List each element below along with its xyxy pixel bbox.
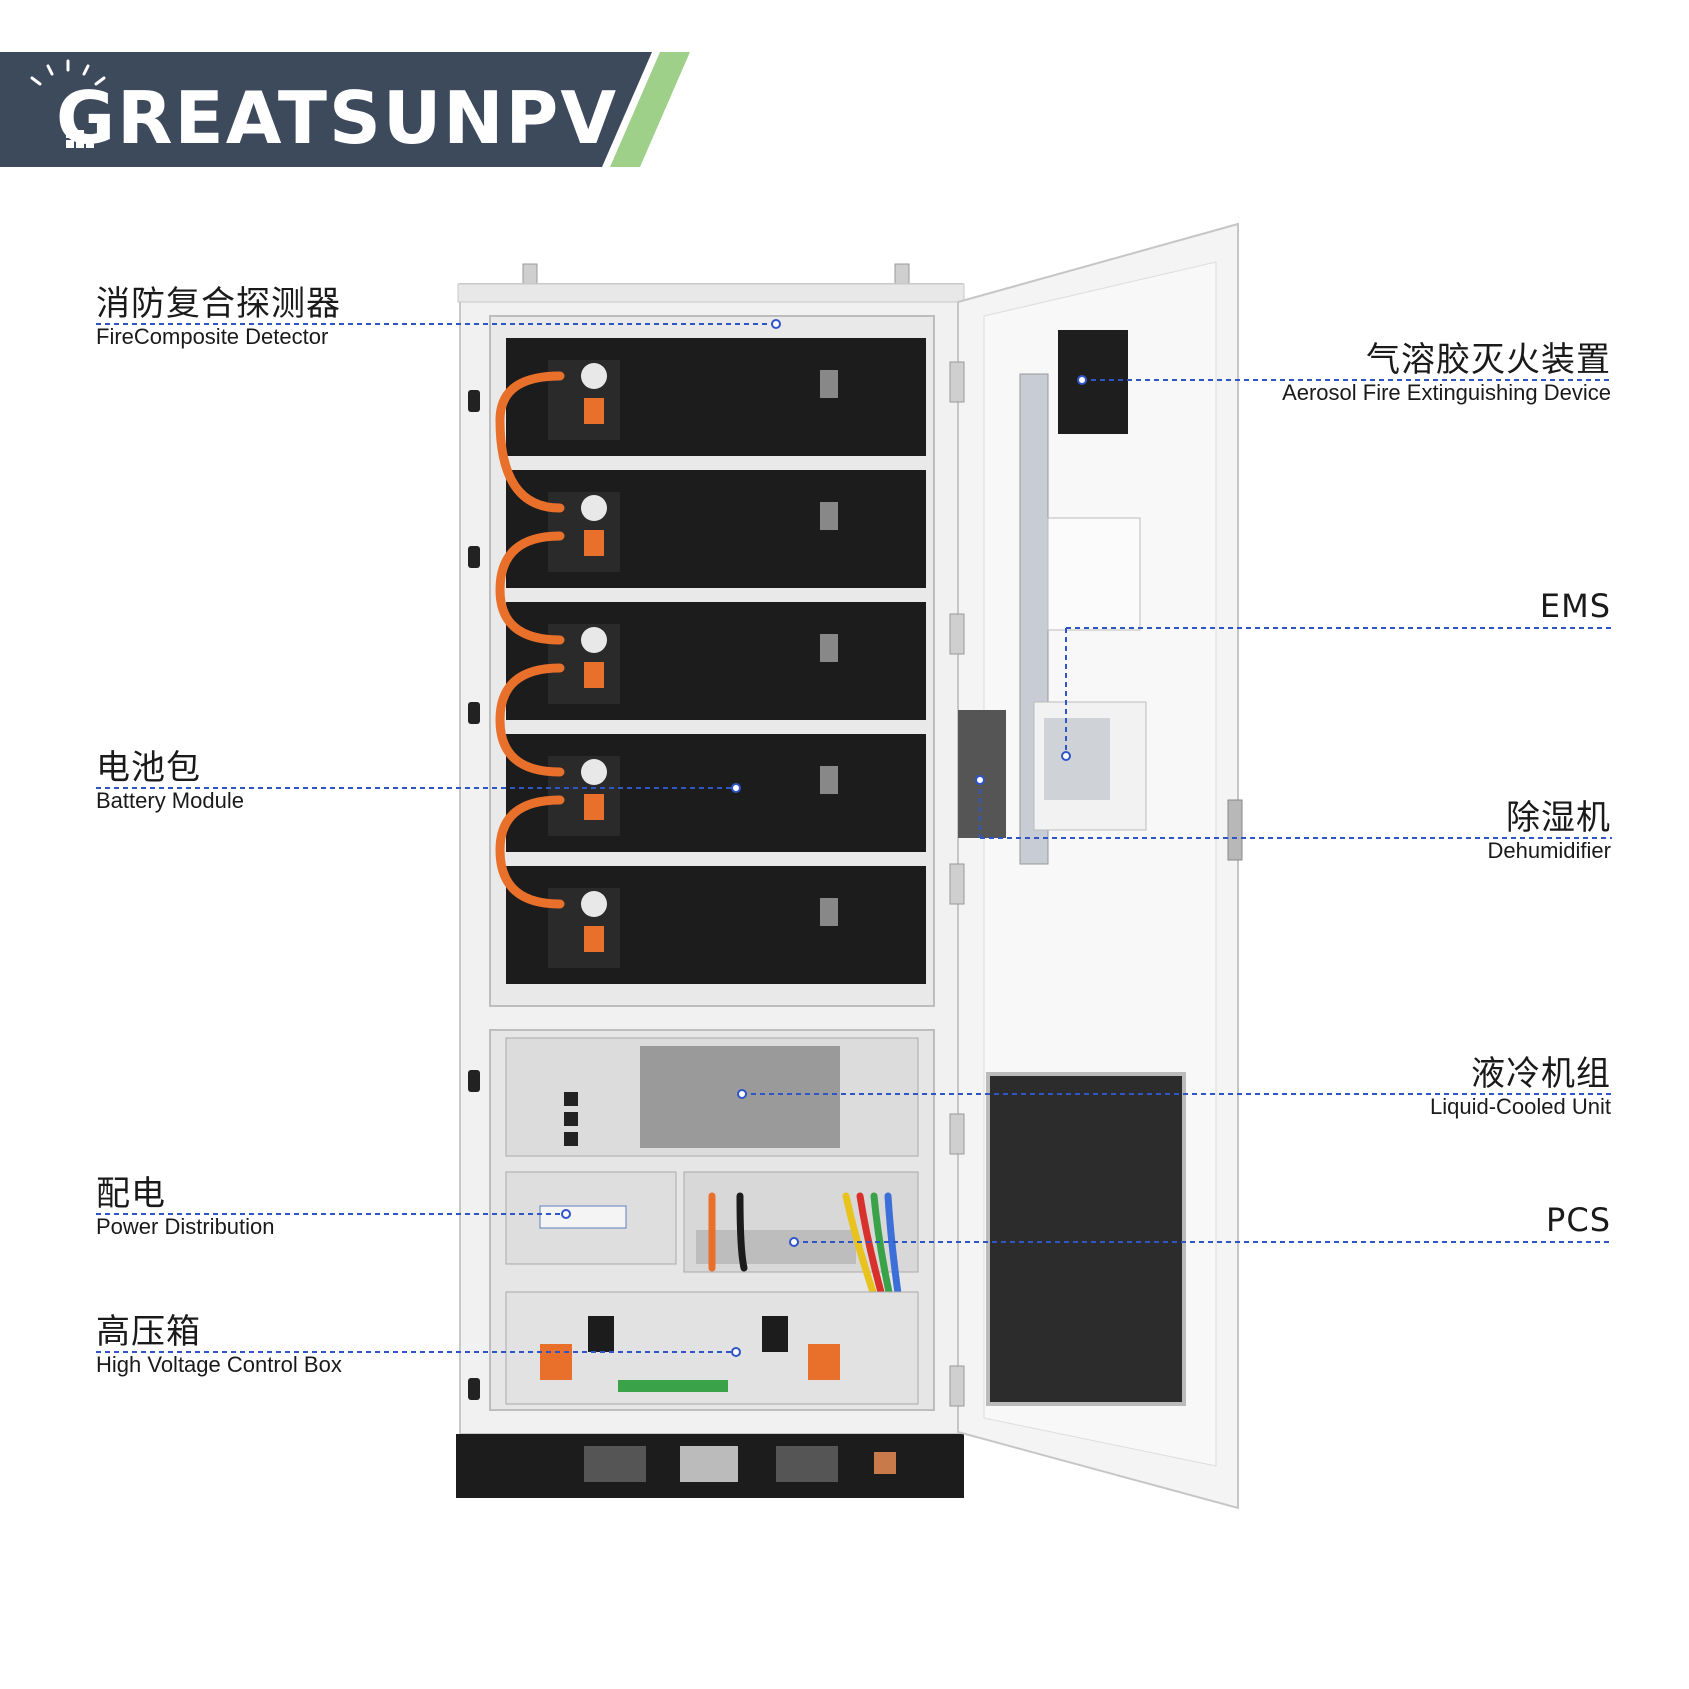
hv-switch-1 — [588, 1316, 614, 1352]
door-air-filter — [986, 1072, 1186, 1406]
base-nameplate — [680, 1446, 738, 1482]
label-battery-module-en: Battery Module — [96, 788, 244, 813]
battery-module-3 — [506, 602, 926, 720]
label-liquid-cooled-unit-cn: 液冷机组 — [1471, 1054, 1611, 1094]
battery-module-4 — [506, 734, 926, 852]
label-ems: EMS — [1540, 586, 1611, 626]
door-handle — [1227, 799, 1243, 861]
aerosol-device — [1058, 330, 1128, 434]
banner-green-stripe — [610, 52, 690, 167]
label-ems-text: EMS — [1539, 587, 1611, 625]
label-liquid-cooled-unit: 液冷机组 Liquid-Cooled Unit — [1430, 1054, 1611, 1120]
label-hv-control-box-cn: 高压箱 — [96, 1312, 201, 1352]
label-power-distribution: 配电 Power Distribution — [96, 1174, 275, 1240]
dehumidifier-box — [958, 710, 1006, 838]
brand-banner — [0, 52, 690, 167]
label-power-distribution-cn: 配电 — [96, 1174, 166, 1214]
door-hinges — [949, 361, 965, 1407]
ems-box — [1047, 517, 1141, 631]
label-fire-detector-en: FireComposite Detector — [96, 324, 329, 349]
label-battery-module-cn: 电池包 — [96, 748, 201, 788]
pcs-grille — [696, 1230, 856, 1264]
label-aerosol-device-cn: 气溶胶灭火装置 — [1366, 340, 1611, 380]
label-power-distribution-en: Power Distribution — [96, 1214, 275, 1239]
label-pcs: PCS — [1546, 1200, 1611, 1240]
label-hv-control-box: 高压箱 High Voltage Control Box — [96, 1312, 342, 1378]
banner-navy-shape — [0, 52, 652, 167]
base-vent-right — [776, 1446, 838, 1482]
cabinet-hinges — [468, 390, 480, 1400]
controller-screen — [1044, 718, 1110, 800]
label-aerosol-device-en: Aerosol Fire Extinguishing Device — [1282, 380, 1611, 405]
control-buttons — [564, 1092, 578, 1146]
label-dehumidifier: 除湿机 Dehumidifier — [1488, 798, 1612, 864]
cabinet-top — [457, 283, 965, 303]
label-dehumidifier-cn: 除湿机 — [1506, 798, 1611, 838]
hv-terminal-strip — [618, 1380, 728, 1392]
leader-lines — [96, 323, 1612, 1353]
label-hv-control-box-en: High Voltage Control Box — [96, 1352, 342, 1377]
label-fire-detector: 消防复合探测器 FireComposite Detector — [96, 284, 341, 350]
solar-panel-icon — [66, 130, 94, 148]
label-aerosol-device: 气溶胶灭火装置 Aerosol Fire Extinguishing Devic… — [1282, 340, 1611, 406]
breaker-strip — [539, 1205, 627, 1229]
lifting-eye-right — [894, 263, 910, 285]
sun-rays-icon — [30, 59, 106, 86]
leader-dots — [561, 319, 1087, 1357]
hv-orange-connector-right — [808, 1344, 840, 1380]
label-fire-detector-cn: 消防复合探测器 — [96, 284, 341, 324]
battery-module-1 — [506, 338, 926, 456]
battery-modules — [506, 338, 926, 984]
base-indicator — [874, 1452, 896, 1474]
battery-module-5 — [506, 866, 926, 984]
battery-cables — [495, 371, 565, 909]
hv-switch-2 — [762, 1316, 788, 1352]
label-pcs-text: PCS — [1546, 1201, 1611, 1239]
base-vent-left — [584, 1446, 646, 1482]
lifting-eye-left — [522, 263, 538, 285]
brand-logo-text: GREATSUNPV — [56, 76, 619, 160]
hv-orange-connector-left — [540, 1344, 572, 1380]
label-dehumidifier-en: Dehumidifier — [1487, 838, 1612, 863]
label-liquid-cooled-unit-en: Liquid-Cooled Unit — [1430, 1094, 1611, 1119]
battery-module-2 — [506, 470, 926, 588]
label-battery-module: 电池包 Battery Module — [96, 748, 244, 814]
